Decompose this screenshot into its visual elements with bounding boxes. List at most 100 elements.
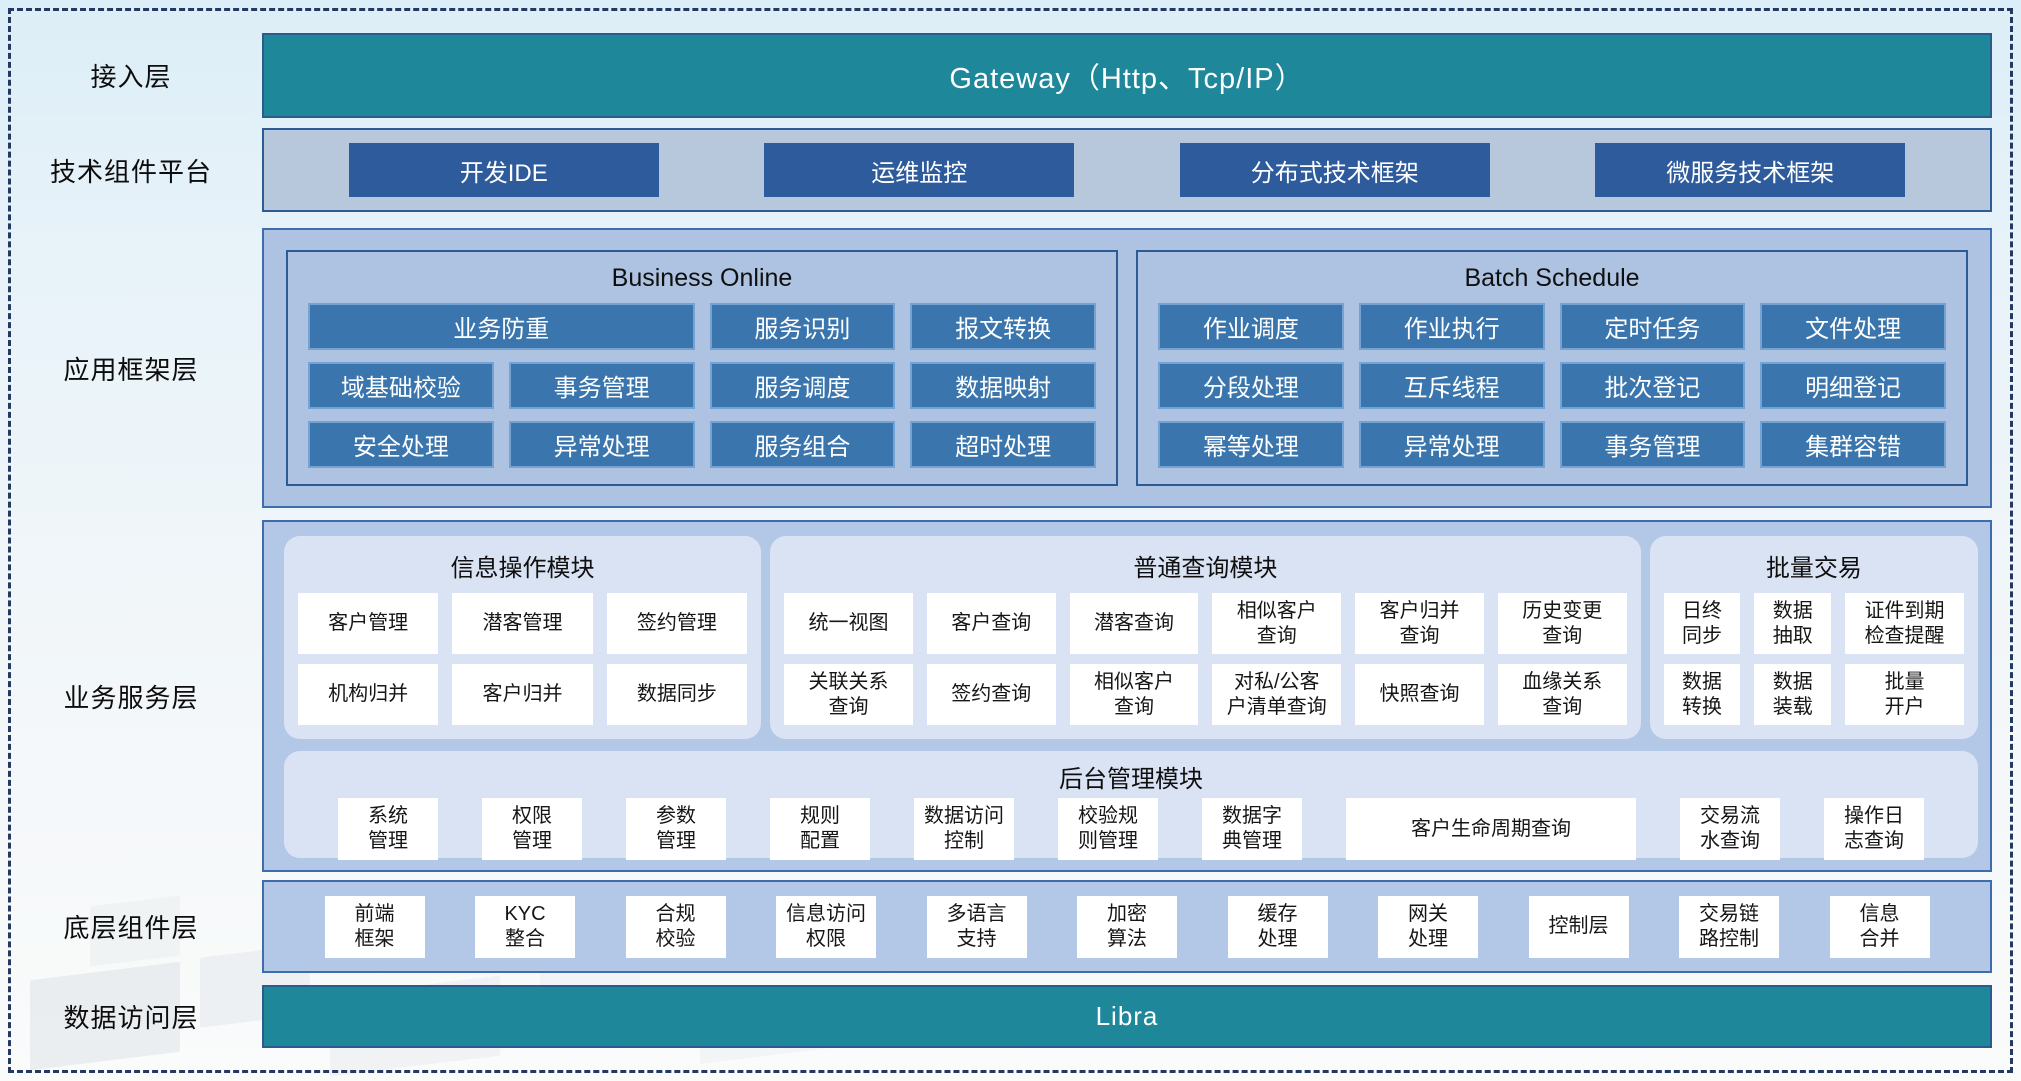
architecture-diagram: 接入层 Gateway（Http、Tcp/IP） 技术组件平台 开发IDE 运维监… (0, 33, 1992, 1048)
service-box: 系统 管理 (338, 798, 438, 860)
framework-box: 定时任务 (1559, 303, 1746, 350)
service-box: 参数 管理 (626, 798, 726, 860)
service-box: 机构归并 (298, 664, 439, 725)
service-box: 相似客户 查询 (1212, 593, 1342, 654)
service-box: 快照查询 (1355, 664, 1484, 725)
batch-trade-grid: 日终 同步数据 抽取证件到期 检查提醒数据 转换数据 装载批量 开户 (1663, 593, 1965, 725)
base-component-box: KYC 整合 (475, 895, 575, 958)
tech-component-box: 运维监控 (764, 143, 1075, 197)
framework-box: 异常处理 (1358, 421, 1545, 468)
service-box: 日终 同步 (1663, 593, 1741, 654)
framework-box: 互斥线程 (1358, 362, 1545, 409)
base-component-box: 多语言 支持 (926, 895, 1027, 958)
libra-bar: Libra (262, 985, 1992, 1048)
tech-platform-container: 开发IDE 运维监控 分布式技术框架 微服务技术框架 (262, 128, 1992, 212)
service-box: 统一视图 (784, 593, 913, 654)
service-box: 数据 抽取 (1754, 593, 1832, 654)
framework-box: 服务组合 (709, 421, 896, 468)
service-box: 客户查询 (926, 593, 1056, 654)
admin-module: 后台管理模块 系统 管理权限 管理参数 管理规则 配置数据访问 控制校验规 则管… (284, 751, 1978, 860)
base-component-box: 控制层 (1528, 895, 1629, 958)
layer-row-business-services: 业务服务层 信息操作模块 客户管理潜客管理签约管理机构归并客户归并数据同步 普通… (0, 520, 1992, 872)
business-online-grid: 业务防重服务识别报文转换域基础校验事务管理服务调度数据映射安全处理异常处理服务组… (308, 303, 1096, 468)
framework-box: 作业执行 (1358, 303, 1545, 350)
framework-box: 异常处理 (508, 421, 695, 468)
info-ops-module: 信息操作模块 客户管理潜客管理签约管理机构归并客户归并数据同步 (284, 536, 762, 739)
layer-row-app-framework: 应用框架层 Business Online 业务防重服务识别报文转换域基础校验事… (0, 228, 1992, 508)
layer-row-base-components: 底层组件层 前端 框架 KYC 整合合规 校验信息访问 权限多语言 支持加密 算法… (0, 880, 1992, 973)
service-box: 关联关系 查询 (784, 664, 913, 725)
framework-box: 事务管理 (508, 362, 695, 409)
base-component-box: 缓存 处理 (1227, 895, 1328, 958)
info-ops-title: 信息操作模块 (450, 555, 595, 582)
service-box: 潜客查询 (1069, 593, 1199, 654)
layer-label-tech-platform: 技术组件平台 (49, 156, 212, 187)
framework-box: 批次登记 (1559, 362, 1746, 409)
base-component-box: 加密 算法 (1077, 895, 1177, 958)
service-box: 客户生命周期查询 (1346, 798, 1636, 860)
framework-box: 服务调度 (709, 362, 896, 409)
service-box: 客户归并 查询 (1355, 593, 1484, 654)
batch-trade-title: 批量交易 (1765, 555, 1862, 582)
framework-box: 文件处理 (1760, 303, 1946, 350)
gateway-bar: Gateway（Http、Tcp/IP） (262, 33, 1992, 118)
batch-schedule-panel: Batch Schedule 作业调度作业执行定时任务文件处理分段处理互斥线程批… (1136, 250, 1968, 486)
layer-label-data-access: 数据访问层 (63, 1003, 199, 1033)
info-ops-grid: 客户管理潜客管理签约管理机构归并客户归并数据同步 (298, 593, 748, 725)
batch-schedule-grid: 作业调度作业执行定时任务文件处理分段处理互斥线程批次登记明细登记幂等处理异常处理… (1158, 303, 1946, 468)
common-query-title: 普通查询模块 (1133, 555, 1278, 582)
framework-box: 域基础校验 (308, 362, 494, 409)
tech-component-box: 微服务技术框架 (1595, 143, 1906, 197)
framework-box: 作业调度 (1158, 303, 1344, 350)
layer-row-data-access: 数据访问层 Libra (0, 985, 1992, 1048)
service-box: 数据字 典管理 (1202, 798, 1302, 860)
service-box: 签约管理 (606, 593, 748, 654)
admin-module-title: 后台管理模块 (1059, 766, 1203, 793)
layer-label-base-components: 底层组件层 (63, 913, 199, 943)
service-box: 权限 管理 (482, 798, 582, 860)
service-box: 证件到期 检查提醒 (1845, 593, 1965, 654)
service-box: 签约查询 (926, 664, 1056, 725)
base-component-box: 合规 校验 (625, 895, 726, 958)
service-box: 数据同步 (606, 664, 748, 725)
tech-component-box: 分布式技术框架 (1179, 143, 1490, 197)
business-services-container: 信息操作模块 客户管理潜客管理签约管理机构归并客户归并数据同步 普通查询模块 统… (262, 520, 1992, 872)
business-online-panel: Business Online 业务防重服务识别报文转换域基础校验事务管理服务调… (286, 250, 1118, 486)
service-box: 规则 配置 (770, 798, 870, 860)
app-framework-container: Business Online 业务防重服务识别报文转换域基础校验事务管理服务调… (262, 228, 1992, 508)
service-box: 对私/公客 户清单查询 (1212, 664, 1342, 725)
framework-box: 业务防重 (308, 303, 695, 350)
layer-label-access: 接入层 (90, 62, 172, 92)
service-box: 操作日 志查询 (1824, 798, 1924, 860)
framework-box: 事务管理 (1559, 421, 1746, 468)
layer-label-app-framework: 应用框架层 (63, 354, 199, 385)
service-box: 客户归并 (452, 664, 593, 725)
service-box: 校验规 则管理 (1058, 798, 1158, 860)
common-query-module: 普通查询模块 统一视图客户查询潜客查询相似客户 查询客户归并 查询历史变更 查询… (770, 536, 1641, 739)
service-box: 数据 装载 (1754, 664, 1832, 725)
base-component-box: 前端 框架 (324, 895, 425, 958)
framework-box: 幂等处理 (1158, 421, 1344, 468)
framework-box: 集群容错 (1760, 421, 1946, 468)
common-query-grid: 统一视图客户查询潜客查询相似客户 查询客户归并 查询历史变更 查询关联关系 查询… (784, 593, 1627, 725)
service-box: 数据访问 控制 (914, 798, 1014, 860)
service-box: 相似客户 查询 (1069, 664, 1199, 725)
base-components-container: 前端 框架 KYC 整合合规 校验信息访问 权限多语言 支持加密 算法缓存 处理网… (262, 880, 1992, 973)
business-online-title: Business Online (611, 264, 793, 292)
batch-schedule-title: Batch Schedule (1464, 264, 1640, 292)
service-box: 批量 开户 (1845, 664, 1965, 725)
layer-row-access: 接入层 Gateway（Http、Tcp/IP） (0, 33, 1992, 118)
base-component-box: 信息访问 权限 (776, 895, 876, 958)
base-component-box: 交易链 路控制 (1679, 895, 1779, 958)
tech-component-box: 开发IDE (348, 143, 659, 197)
framework-box: 安全处理 (308, 421, 494, 468)
base-component-box: 网关 处理 (1378, 895, 1478, 958)
batch-trade-module: 批量交易 日终 同步数据 抽取证件到期 检查提醒数据 转换数据 装载批量 开户 (1649, 536, 1979, 739)
admin-module-row: 系统 管理权限 管理参数 管理规则 配置数据访问 控制校验规 则管理数据字 典管… (294, 798, 1968, 860)
framework-box: 明细登记 (1760, 362, 1946, 409)
service-box: 潜客管理 (452, 593, 593, 654)
framework-box: 超时处理 (910, 421, 1096, 468)
framework-box: 报文转换 (910, 303, 1096, 350)
service-box: 历史变更 查询 (1497, 593, 1627, 654)
framework-box: 服务识别 (709, 303, 896, 350)
